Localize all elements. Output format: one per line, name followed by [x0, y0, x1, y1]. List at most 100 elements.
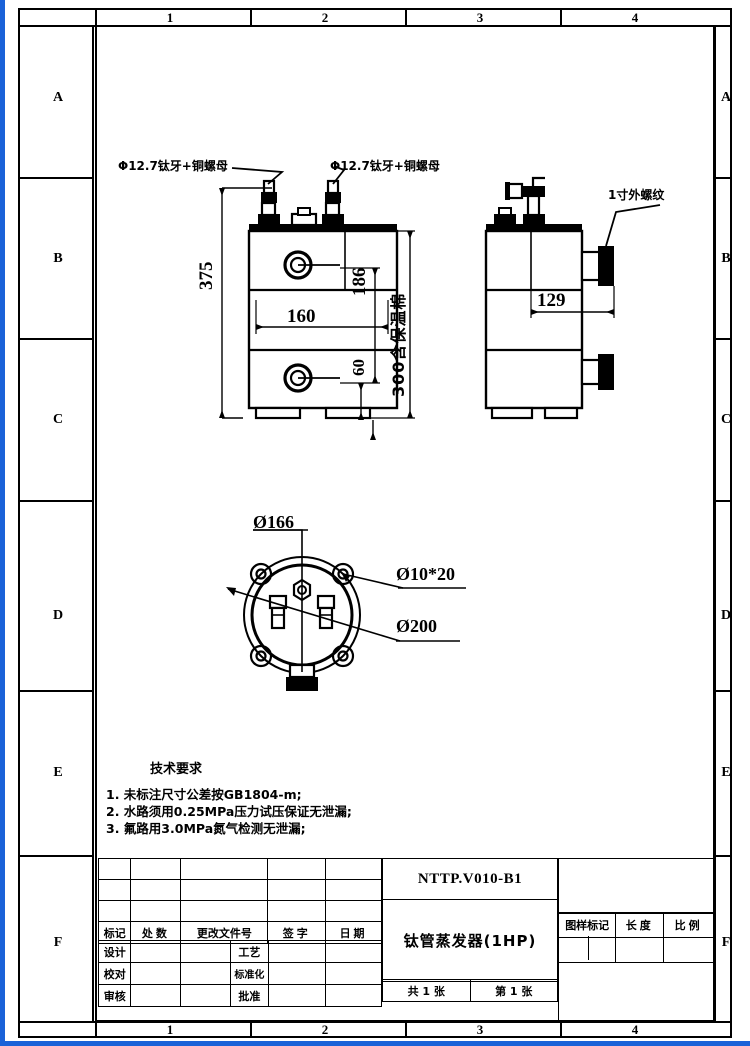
dim-side-offset: 129: [537, 290, 566, 311]
drawing-number: NTTP.V010-B1: [382, 858, 558, 900]
role-design-value[interactable]: [130, 940, 182, 963]
dim-outer-diameter: Ø200: [396, 616, 438, 636]
zone-row-a-left: A: [52, 90, 64, 105]
company-name-cell: [558, 962, 714, 1022]
rev-header-doc-no: 更改文件号: [180, 921, 269, 944]
rev-blank[interactable]: [97, 900, 132, 922]
title-block-properties: 图样标记 长度 比例: [557, 912, 714, 1022]
table-row: [97, 900, 382, 922]
zone-strip-left-line: [92, 25, 94, 1022]
role-standard-date[interactable]: [325, 962, 382, 985]
rev-blank[interactable]: [97, 879, 132, 901]
zone-row-f-right: F: [721, 935, 731, 950]
prop-header-scale: 比例: [663, 912, 714, 938]
dim-bolt-circle: Ø166: [253, 512, 295, 532]
zone-row-b-right: B: [721, 251, 731, 266]
zone-sep-left-b: [20, 338, 92, 340]
rev-blank[interactable]: [97, 858, 132, 880]
page-edge-bottom: [0, 1041, 750, 1046]
zone-col-3-bottom: 3: [476, 1022, 484, 1037]
role-check-label: 校对: [97, 962, 132, 985]
role-check-date[interactable]: [180, 962, 231, 985]
dim-bottom-offset: 60: [349, 359, 368, 376]
zone-row-a-right: A: [720, 90, 732, 105]
role-approve-date[interactable]: [180, 984, 231, 1007]
table-row: 钛管蒸发器(1HP): [382, 899, 558, 982]
zone-sep-bot-4: [560, 1022, 562, 1037]
dim-body-width: 160: [287, 306, 316, 327]
callout-insulation: 300含保温棉: [389, 292, 408, 397]
zone-col-4-bottom: 4: [631, 1022, 639, 1037]
table-row: 审核 批准: [97, 984, 382, 1007]
zone-strip-right-line: [714, 25, 716, 1022]
rev-blank[interactable]: [130, 858, 182, 880]
prop-header-length: 长度: [615, 912, 665, 938]
zone-row-c-right: C: [720, 412, 732, 427]
rev-blank[interactable]: [180, 900, 269, 922]
zone-sep-bot-3: [405, 1022, 407, 1037]
zone-sep-left-a: [20, 177, 92, 179]
table-row: 校对 标准化: [97, 962, 382, 985]
company-logo-cell: [558, 858, 714, 914]
zone-sep-right-a: [716, 177, 732, 179]
tech-note-1: 1. 未标注尺寸公差按GB1804-m;: [106, 787, 302, 802]
rev-blank[interactable]: [325, 879, 382, 901]
table-row: [558, 962, 714, 1022]
zone-sep-right-e: [716, 855, 732, 857]
zone-sep-right-c: [716, 500, 732, 502]
rev-blank[interactable]: [325, 858, 382, 880]
callout-thread-right: 1寸外螺纹: [608, 188, 665, 202]
rev-blank[interactable]: [180, 879, 269, 901]
table-row-headers: 图样标记 长度 比例: [557, 912, 714, 938]
zone-row-d-left: D: [52, 608, 64, 623]
rev-blank[interactable]: [267, 900, 327, 922]
zone-col-3-top: 3: [476, 10, 484, 25]
role-design-label: 设计: [97, 940, 132, 963]
rev-header-date: 日期: [325, 921, 382, 944]
rev-blank[interactable]: [180, 858, 269, 880]
role-authorize-label: 批准: [229, 984, 270, 1007]
dim-port-spacing: 186: [349, 267, 370, 297]
role-standard-value[interactable]: [268, 962, 327, 985]
rev-blank[interactable]: [267, 879, 327, 901]
callout-port-left: Φ12.7钛牙+铜螺母: [118, 159, 228, 173]
table-row: [558, 858, 714, 914]
rev-blank[interactable]: [130, 900, 182, 922]
callout-port-right: Φ12.7钛牙+铜螺母: [330, 159, 440, 173]
rev-blank[interactable]: [325, 900, 382, 922]
prop-value-length[interactable]: [615, 937, 665, 963]
role-process-date[interactable]: [325, 940, 382, 963]
role-process-value[interactable]: [268, 940, 327, 963]
prop-mark-split: [588, 936, 590, 960]
zone-row-d-right: D: [720, 608, 732, 623]
table-row: 设计 工艺: [97, 940, 382, 963]
tech-notes-heading: 技术要求: [150, 762, 203, 777]
rev-blank[interactable]: [267, 858, 327, 880]
dim-overall-height: 375: [196, 261, 217, 291]
rev-blank[interactable]: [130, 879, 182, 901]
tech-note-2: 2. 水路须用0.25MPa压力试压保证无泄漏;: [106, 804, 352, 819]
sheet-outer-frame: [18, 8, 732, 1038]
zone-col-1-top: 1: [166, 10, 174, 25]
role-authorize-date[interactable]: [325, 984, 382, 1007]
zone-sep-left-d: [20, 690, 92, 692]
zone-col-2-top: 2: [321, 10, 329, 25]
zone-row-e-left: E: [53, 765, 63, 780]
zone-row-b-left: B: [53, 251, 63, 266]
role-check-value[interactable]: [130, 962, 182, 985]
role-process-label: 工艺: [229, 940, 270, 963]
role-authorize-value[interactable]: [268, 984, 327, 1007]
title-block-properties-top: [558, 858, 714, 914]
role-standard-label: 标准化: [229, 962, 270, 985]
role-approve-label: 审核: [97, 984, 132, 1007]
zone-strip-bot-line: [20, 1021, 732, 1023]
sheet-index: 第 1 张: [469, 979, 558, 1002]
title-block-roles: 设计 工艺 校对 标准化 审核 批准: [97, 940, 382, 1007]
zone-sep-top-3: [405, 10, 407, 27]
prop-value-scale[interactable]: [663, 937, 714, 963]
zone-strip-top-line: [20, 25, 732, 27]
table-row: [557, 937, 714, 963]
tech-note-3: 3. 氟路用3.0MPa氮气检测无泄漏;: [106, 821, 306, 836]
role-design-date[interactable]: [180, 940, 231, 963]
role-approve-value[interactable]: [130, 984, 182, 1007]
